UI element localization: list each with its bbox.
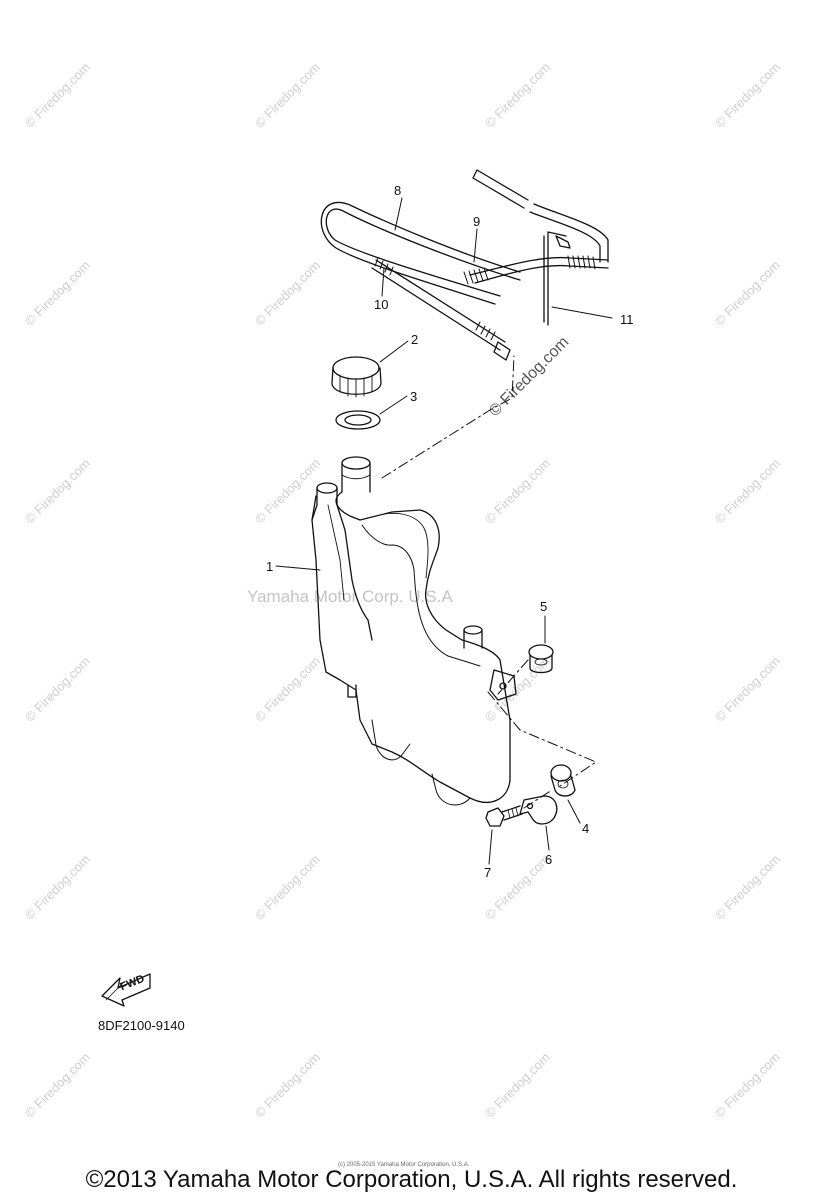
cap-2 bbox=[331, 356, 382, 398]
clamp-6 bbox=[519, 795, 558, 825]
callout-lines bbox=[275, 197, 613, 865]
callout-3: 3 bbox=[410, 389, 418, 404]
callout-7: 7 bbox=[484, 865, 492, 880]
callout-9: 9 bbox=[473, 214, 481, 229]
hose-8 bbox=[325, 208, 521, 297]
upper-pipe-2 bbox=[529, 203, 609, 263]
callout-8: 8 bbox=[394, 183, 402, 198]
callout-2: 2 bbox=[411, 332, 419, 347]
upper-pipe bbox=[472, 169, 529, 209]
hose-10-coil bbox=[374, 257, 496, 341]
tiny-copyright: (c) 2005-2015 Yamaha Motor Corporation, … bbox=[338, 1162, 470, 1168]
footer-copyright: ©2013 Yamaha Motor Corporation, U.S.A. A… bbox=[85, 1166, 738, 1193]
tank-1 bbox=[311, 456, 517, 806]
callout-10: 10 bbox=[374, 297, 389, 312]
fwd-arrow-icon bbox=[101, 973, 151, 1007]
hose-10 bbox=[371, 259, 506, 351]
bolt-7 bbox=[485, 805, 523, 827]
callout-5: 5 bbox=[540, 599, 548, 614]
grommet-4 bbox=[550, 764, 576, 797]
hose-9 bbox=[469, 256, 609, 276]
center-watermark: Yamaha Motor Corp. U.S.A bbox=[247, 587, 453, 606]
callout-6: 6 bbox=[545, 852, 553, 867]
diagram-code: 8DF2100-9140 bbox=[98, 1018, 185, 1033]
hose-9-coil bbox=[463, 255, 596, 285]
hose-9-inner bbox=[474, 264, 609, 284]
hose-10-end bbox=[493, 341, 511, 361]
callout-1: 1 bbox=[266, 559, 274, 574]
bracket-11 bbox=[543, 231, 571, 326]
callout-4: 4 bbox=[582, 821, 590, 836]
gasket-3 bbox=[335, 410, 381, 430]
grommet-5 bbox=[528, 644, 554, 674]
hose-8-inner bbox=[320, 202, 521, 305]
callout-11: 11 bbox=[620, 312, 634, 327]
leader-dashes bbox=[381, 355, 597, 809]
